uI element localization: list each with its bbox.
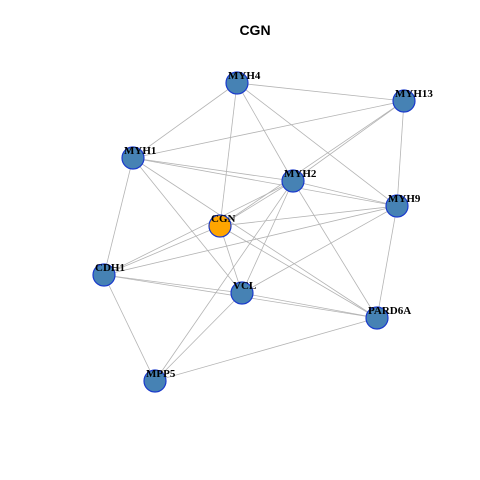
edge-myh1-cdh1	[103, 157, 134, 276]
node-mpp5[interactable]	[143, 369, 167, 393]
edge-myh9-cgn	[219, 205, 398, 227]
edge-cgn-cdh1	[103, 225, 221, 276]
edge-myh2-cdh1	[103, 180, 294, 276]
graph-title: CGN	[239, 22, 270, 38]
edge-myh2-vcl	[241, 180, 294, 294]
edge-myh13-myh2	[292, 100, 405, 182]
edge-myh1-pard6a	[132, 157, 378, 319]
node-myh9[interactable]	[385, 194, 409, 218]
node-label-myh13: MYH13	[395, 88, 433, 100]
edge-myh9-vcl	[241, 205, 398, 294]
edge-myh4-myh2	[236, 82, 294, 182]
edge-cgn-vcl	[219, 225, 243, 294]
node-label-mpp5: MPP5	[146, 368, 176, 380]
node-layer	[92, 71, 416, 393]
edge-myh2-mpp5	[154, 180, 294, 382]
node-label-cdh1: CDH1	[95, 262, 125, 274]
node-label-myh9: MYH9	[388, 193, 421, 205]
node-vcl[interactable]	[230, 281, 254, 305]
edge-myh1-myh2	[132, 157, 294, 182]
edge-myh9-pard6a	[376, 205, 398, 319]
node-label-pard6a: PARD6A	[368, 305, 411, 317]
node-myh4[interactable]	[225, 71, 249, 95]
edge-myh2-myh9	[292, 180, 398, 207]
edge-myh1-myh9	[132, 157, 398, 207]
node-cdh1[interactable]	[92, 263, 116, 287]
node-label-myh4: MYH4	[228, 70, 261, 82]
node-myh2[interactable]	[281, 169, 305, 193]
edge-myh4-cgn	[219, 82, 238, 227]
edge-myh4-myh9	[236, 82, 398, 207]
node-label-myh2: MYH2	[284, 168, 317, 180]
node-label-vcl: VCL	[233, 280, 256, 292]
node-label-myh1: MYH1	[124, 145, 156, 157]
node-label-cgn: CGN	[211, 213, 236, 225]
edge-myh13-cgn	[219, 100, 405, 227]
edge-myh4-myh13	[236, 82, 405, 102]
edge-myh1-vcl	[132, 157, 243, 294]
edge-layer	[103, 82, 405, 382]
edge-myh13-myh1	[132, 100, 405, 159]
node-pard6a[interactable]	[365, 306, 389, 330]
edge-vcl-mpp5	[154, 292, 243, 382]
edge-myh2-pard6a	[292, 180, 378, 319]
edge-vcl-pard6a	[241, 292, 378, 319]
edge-myh2-cgn	[219, 180, 294, 227]
edge-cgn-pard6a	[219, 225, 378, 319]
edge-myh9-cdh1	[103, 205, 398, 276]
edge-pard6a-mpp5	[154, 317, 378, 382]
node-myh1[interactable]	[121, 146, 145, 170]
node-myh13[interactable]	[392, 89, 416, 113]
edge-myh4-myh1	[132, 82, 238, 159]
edge-myh13-myh9	[396, 100, 405, 207]
node-cgn[interactable]	[208, 214, 232, 238]
edge-cdh1-vcl	[103, 274, 243, 294]
edge-cdh1-mpp5	[103, 274, 156, 382]
